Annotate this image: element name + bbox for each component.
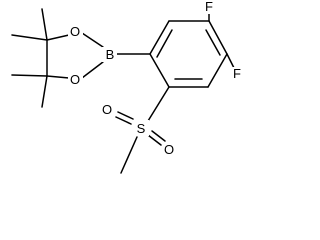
bond-b-o1 xyxy=(81,32,104,48)
atom-label-o2: O xyxy=(70,72,80,87)
ring-bond-c1-c2-inner xyxy=(156,29,173,58)
atom-label-b: B xyxy=(106,47,115,62)
ring-bond-c6-c1 xyxy=(149,53,170,88)
bond-s-o3-b xyxy=(117,111,134,120)
bond-c8-methyl-down xyxy=(41,75,48,108)
bond-c7-methyl-left xyxy=(11,34,48,41)
bond-c7-methyl-up xyxy=(41,8,48,41)
bond-s-methyl xyxy=(120,136,138,174)
atom-label-o1: O xyxy=(70,24,80,39)
ring-bond-c1-c2 xyxy=(149,20,170,55)
bond-c8-methyl-left xyxy=(11,74,48,77)
atom-label-s: S xyxy=(137,121,146,136)
bond-o1-c7 xyxy=(46,34,70,41)
bond-s-o4-a xyxy=(147,134,162,146)
bond-c6-s xyxy=(147,86,170,122)
bond-s-o4-b xyxy=(151,130,166,142)
molecule-diagram: F F B O O S O O xyxy=(11,0,242,174)
bond-s-o3-a xyxy=(115,116,132,125)
ring-bond-c3-c4-inner xyxy=(205,29,221,56)
molecule-svg: F F B O O S O O xyxy=(11,0,242,174)
atom-label-f1: F xyxy=(205,0,213,14)
ring-bond-c4-c5 xyxy=(207,53,228,88)
bond-b-o2 xyxy=(81,61,104,79)
atom-label-o3: O xyxy=(102,102,112,117)
ring-bond-c3-c4 xyxy=(208,20,228,55)
atom-label-f2: F xyxy=(233,66,241,81)
bond-o2-c8 xyxy=(46,75,70,79)
atom-label-o4: O xyxy=(164,142,174,157)
